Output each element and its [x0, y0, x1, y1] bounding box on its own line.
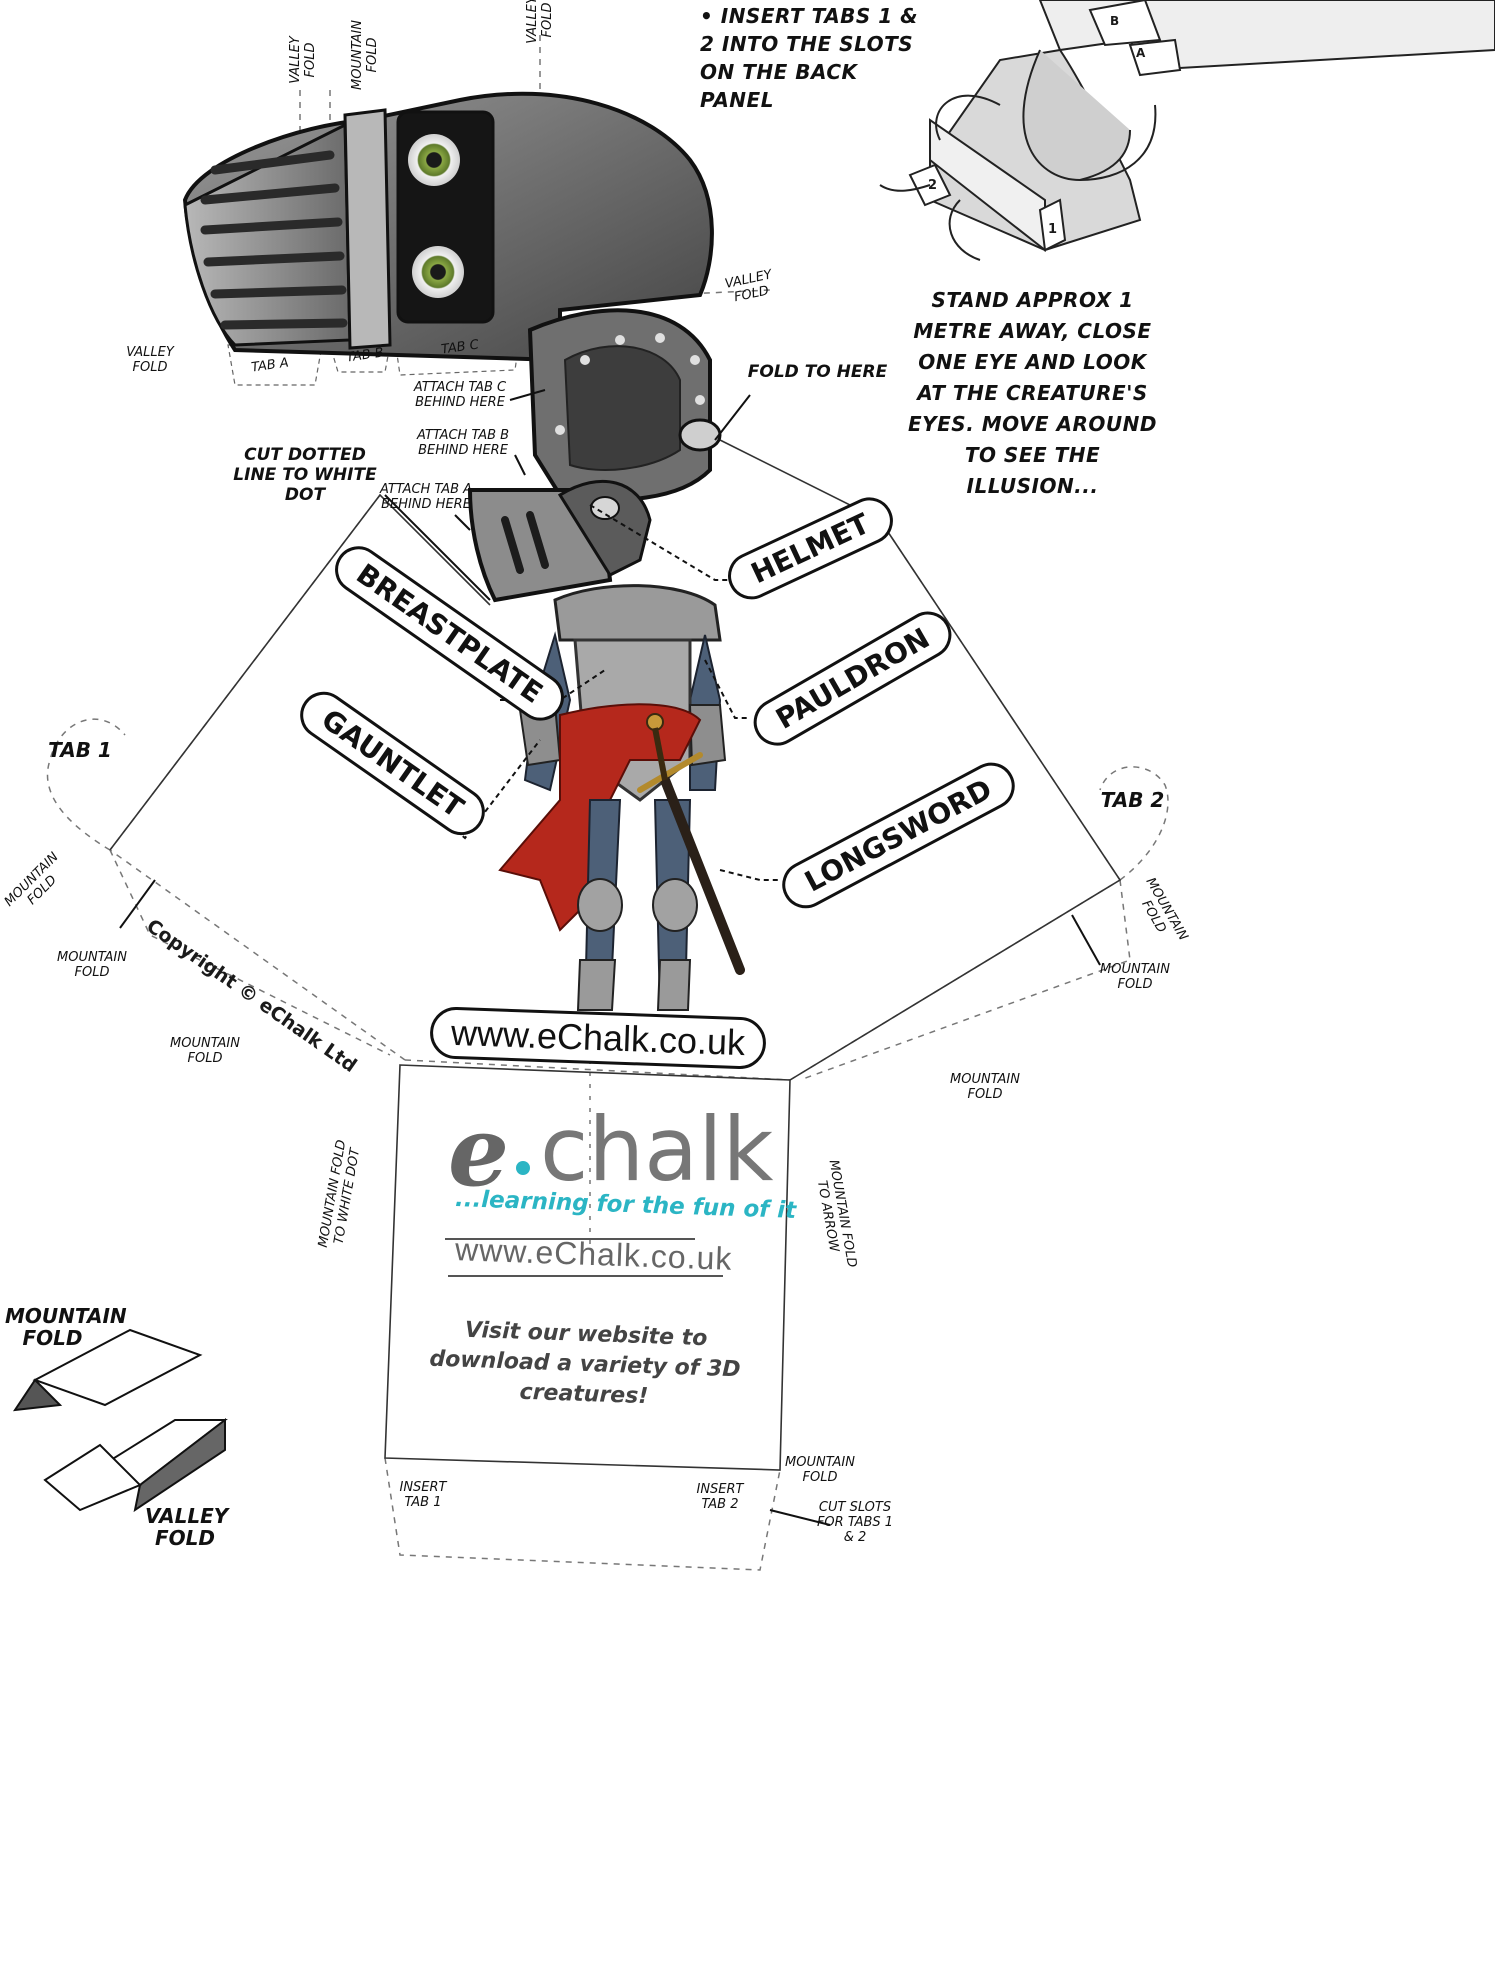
legend-valley-fold: VALLEY FOLD: [145, 1505, 225, 1549]
fold-legend-shapes: [15, 1330, 225, 1510]
fold-to-here-label: FOLD TO HERE: [745, 362, 890, 382]
attach-c-label: ATTACH TAB C BEHIND HERE: [410, 380, 510, 410]
valley-fold-label-4: VALLEY FOLD: [120, 345, 180, 375]
diagram-mark-2: 2: [928, 178, 937, 193]
insert-tab-1-label: INSERT TAB 1: [398, 1480, 448, 1510]
attach-b-label: ATTACH TAB B BEHIND HERE: [413, 428, 513, 458]
logo-chalk: chalk: [540, 1098, 774, 1201]
mountain-fold-bottom-right: MOUNTAIN FOLD: [945, 1072, 1025, 1102]
tab-2-label: TAB 2: [1095, 790, 1170, 810]
mountain-fold-left-label: MOUNTAIN FOLD: [52, 950, 132, 980]
tab-1-label: TAB 1: [45, 740, 115, 760]
mountain-fold-bottom-panel: MOUNTAIN FOLD: [780, 1455, 860, 1485]
insert-tab-2-label: INSERT TAB 2: [695, 1482, 745, 1512]
instruction-insert-tabs: • INSERT TABS 1 & 2 INTO THE SLOTS ON TH…: [700, 2, 925, 114]
cut-dotted-line-label: CUT DOTTED LINE TO WHITE DOT: [230, 445, 380, 505]
mountain-fold-label-1: MOUNTAIN FOLD: [350, 10, 380, 100]
mountain-fold-bottom-left: MOUNTAIN FOLD: [165, 1036, 245, 1066]
net-panels: [110, 440, 1495, 1470]
logo-dot: [516, 1161, 530, 1175]
diagram-mark-a: A: [1136, 46, 1145, 60]
valley-fold-label-2: VALLEY FOLD: [525, 0, 555, 55]
attach-a-label: ATTACH TAB A BEHIND HERE: [376, 482, 476, 512]
valley-fold-label-1: VALLEY FOLD: [288, 25, 318, 95]
assembly-diagram: [880, 0, 1495, 260]
diagram-mark-1: 1: [1048, 222, 1057, 237]
legend-mountain-fold: MOUNTAIN FOLD: [5, 1305, 100, 1349]
logo-promo: Visit our website to download a variety …: [419, 1314, 752, 1415]
mountain-fold-right-label: MOUNTAIN FOLD: [1095, 962, 1175, 992]
diagram-mark-b: B: [1110, 14, 1119, 28]
cut-slots-label: CUT SLOTS FOR TABS 1 & 2: [815, 1500, 895, 1545]
instruction-stand: STAND APPROX 1 METRE AWAY, CLOSE ONE EYE…: [905, 285, 1160, 502]
